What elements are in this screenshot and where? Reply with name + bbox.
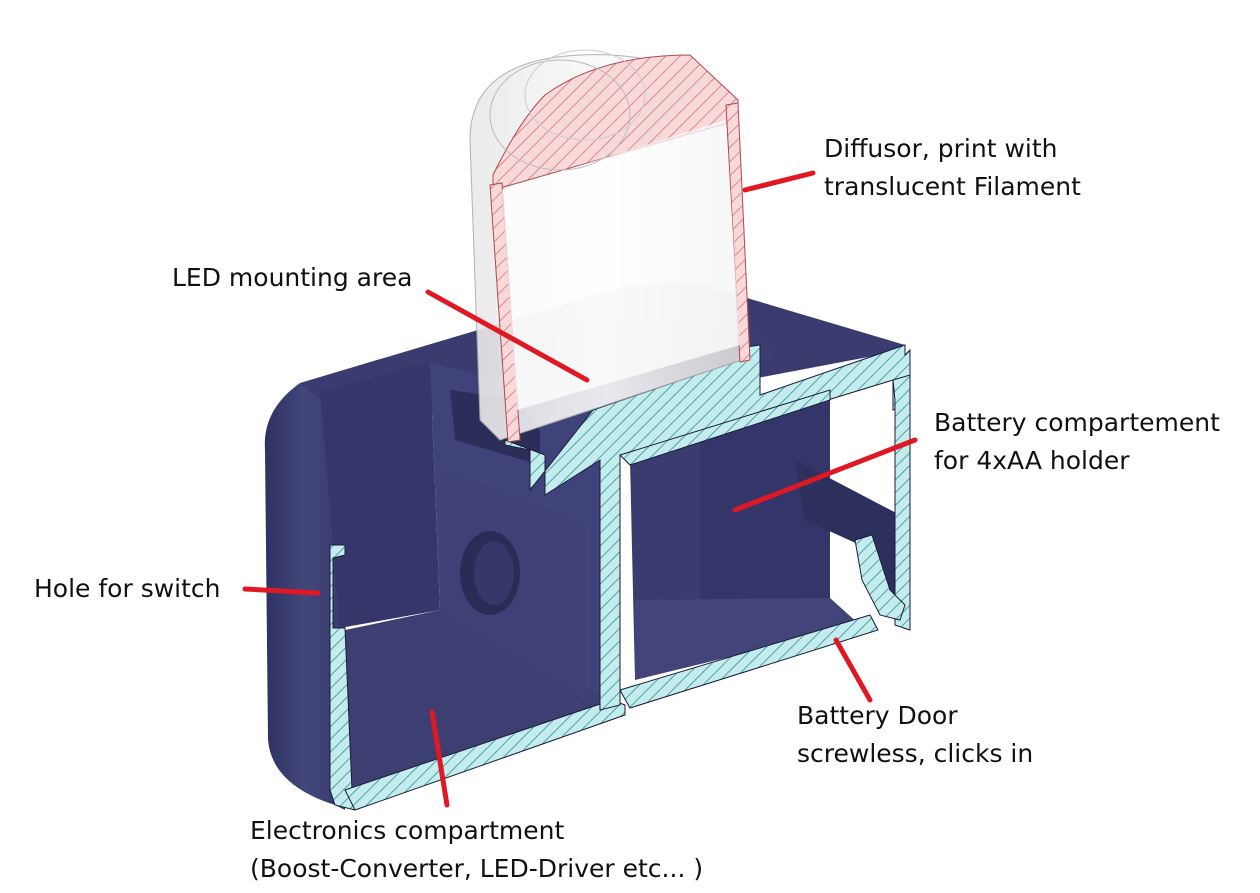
label-electronics-line2: (Boost-Converter, LED-Driver etc... ) — [250, 854, 704, 883]
leader-lines — [242, 170, 918, 808]
label-battery-compartment-line2: for 4xAA holder — [934, 446, 1130, 475]
label-led-mount: LED mounting area — [172, 259, 412, 297]
leader-battery-door — [833, 637, 873, 703]
label-battery-compartment: Battery compartement for 4xAA holder — [934, 404, 1220, 480]
leader-battery-compartment — [732, 437, 918, 513]
label-electronics-line1: Electronics compartment — [250, 816, 565, 845]
label-diffusor-line2: translucent Filament — [824, 172, 1081, 201]
diffusor — [469, 49, 751, 443]
label-electronics: Electronics compartment (Boost-Converter… — [250, 812, 703, 888]
label-battery-door-line1: Battery Door — [797, 701, 958, 730]
label-led-mount-line1: LED mounting area — [172, 263, 413, 292]
section-cut — [329, 344, 911, 811]
leader-electronics — [429, 709, 450, 808]
label-switch-hole-line1: Hole for switch — [34, 574, 221, 603]
label-diffusor: Diffusor, print with translucent Filamen… — [824, 130, 1081, 206]
label-battery-door-line2: screwless, clicks in — [797, 739, 1034, 768]
leader-switch-hole — [242, 586, 321, 596]
leader-diffusor — [742, 170, 816, 193]
label-diffusor-line1: Diffusor, print with — [824, 134, 1058, 163]
leader-led-mount — [425, 289, 590, 383]
label-battery-compartment-line1: Battery compartement — [934, 408, 1220, 437]
label-battery-door: Battery Door screwless, clicks in — [797, 697, 1033, 773]
label-switch-hole: Hole for switch — [34, 570, 221, 608]
